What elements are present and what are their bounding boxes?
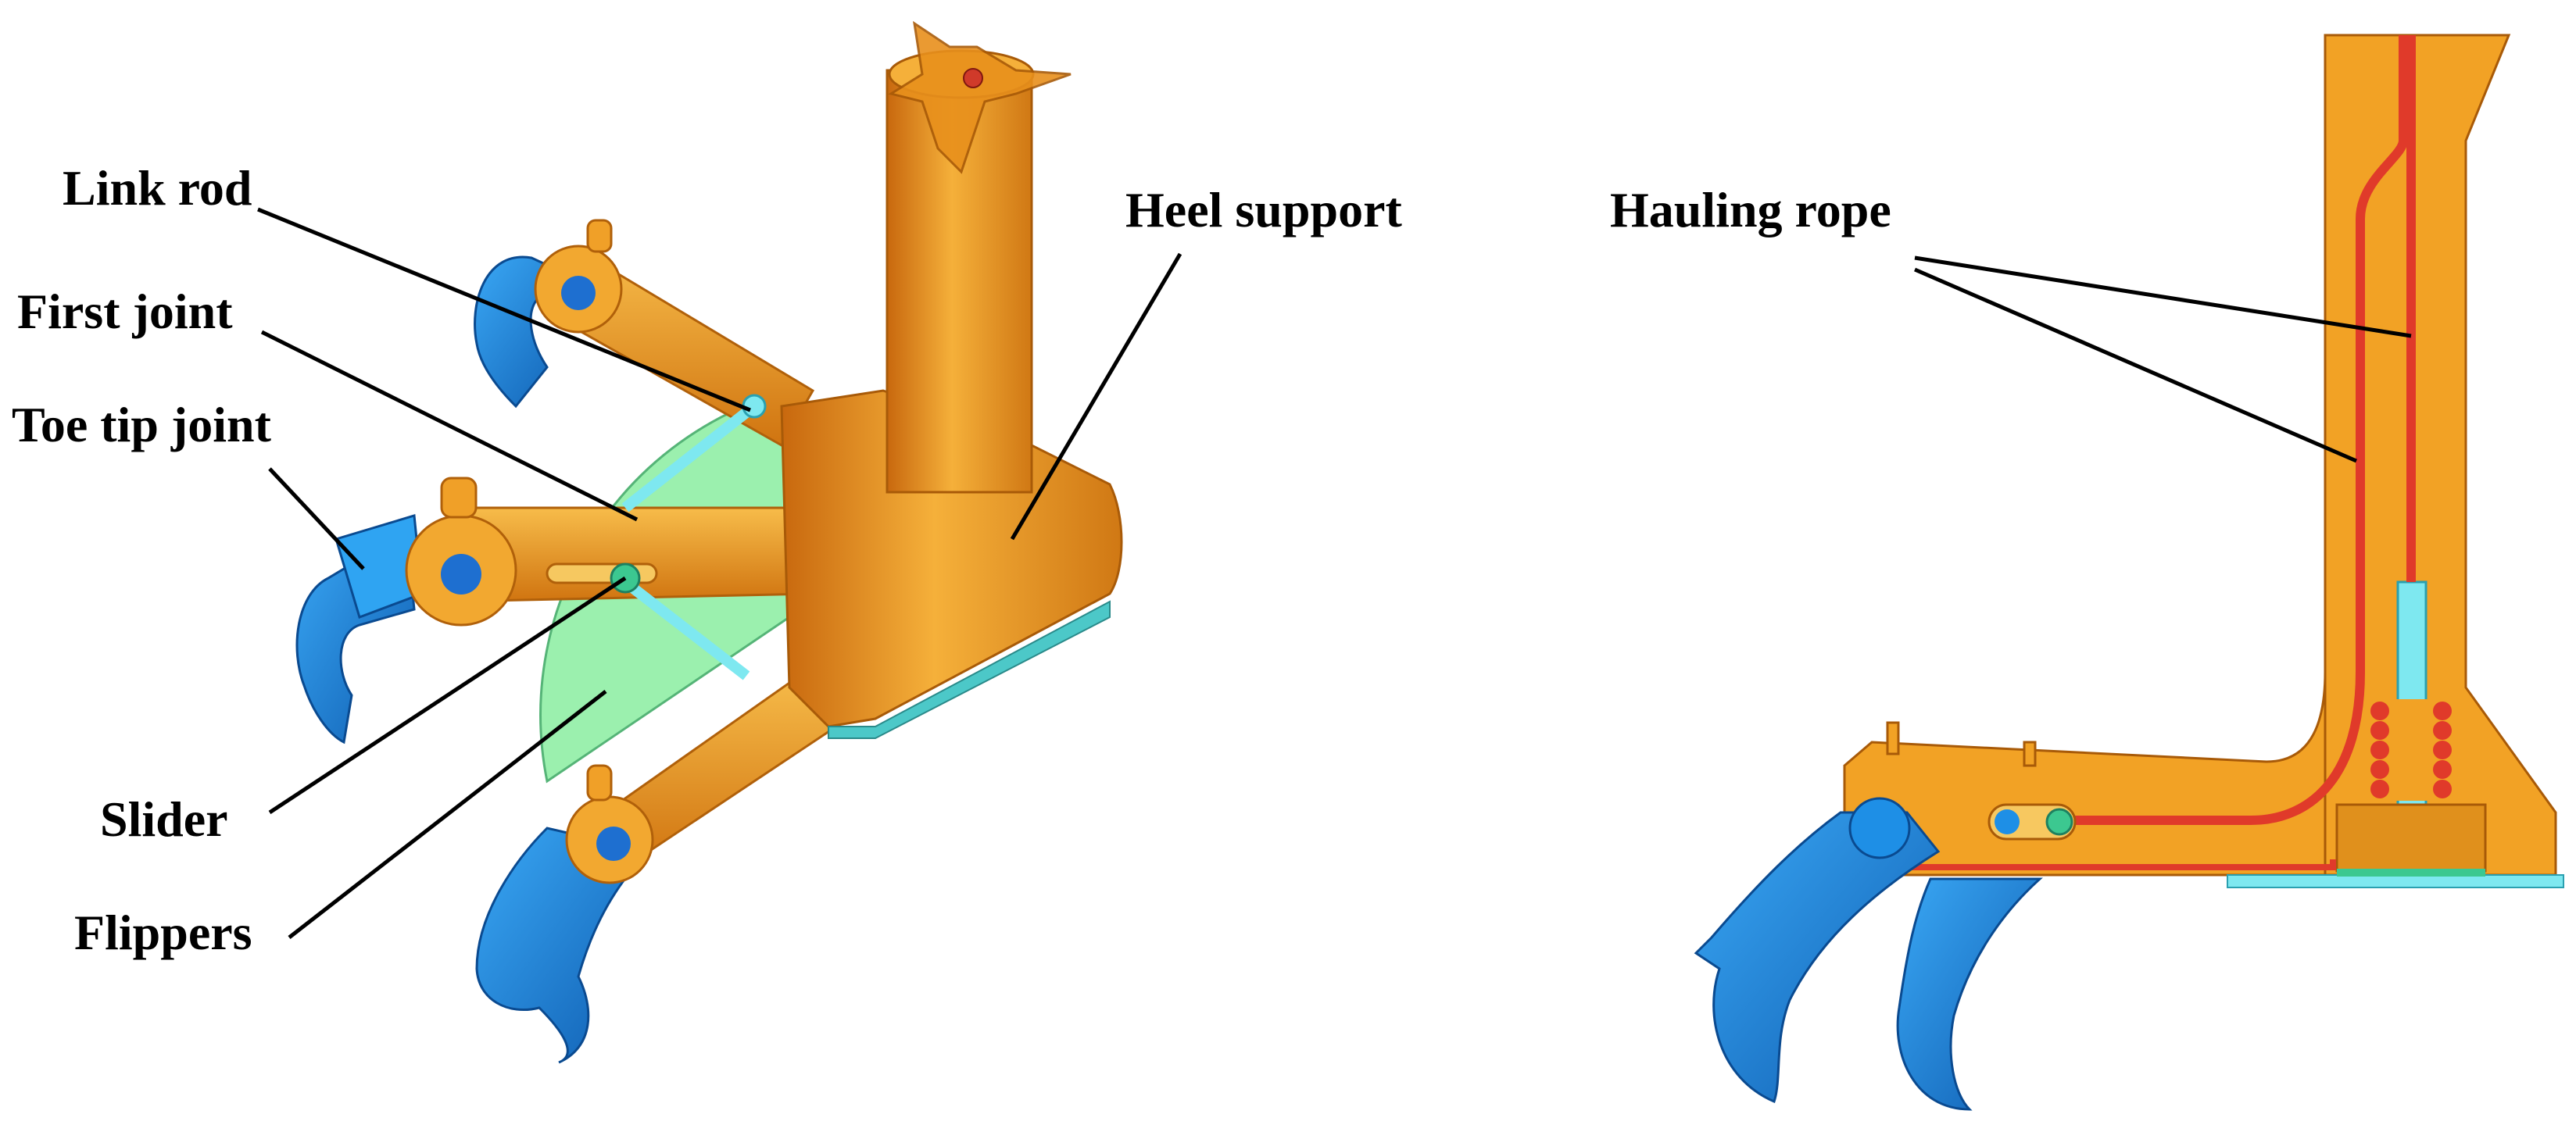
link-rod-lower xyxy=(621,577,750,680)
section-rear-flipper xyxy=(1896,877,2043,1111)
label-slider: Slider xyxy=(100,791,228,847)
lower-flipper xyxy=(475,827,651,1064)
label-heel-support: Heel support xyxy=(1125,182,1402,237)
hauling-rope xyxy=(2063,35,2416,825)
section-slider-green xyxy=(2045,808,2073,836)
callout-line-first-joint xyxy=(260,330,639,522)
link-rod-pin xyxy=(742,394,767,419)
section-mid-pin xyxy=(2023,741,2037,767)
callout-line-link-rod xyxy=(257,207,751,412)
callout-line-slider xyxy=(268,576,627,815)
section-slider-blue xyxy=(1995,809,2020,834)
callout-line-toe-tip-joint xyxy=(268,467,365,570)
label-flippers: Flippers xyxy=(74,905,252,960)
upper-joint-hole xyxy=(561,276,596,310)
callout-line-flippers xyxy=(288,690,607,939)
label-toe-tip-joint: Toe tip joint xyxy=(12,397,272,452)
section-top-pin xyxy=(1886,721,1900,755)
assembly-3d-view xyxy=(295,20,1123,1064)
section-bottom-plate xyxy=(2227,874,2564,888)
link-rod-upper xyxy=(621,402,758,512)
column-top-hole xyxy=(963,68,983,88)
callout-lines xyxy=(257,207,2412,939)
section-spring-housing xyxy=(2335,803,2487,873)
column-cap-wings xyxy=(888,20,1072,174)
middle-joint-hole xyxy=(441,554,481,595)
heel-support-base xyxy=(780,389,1123,728)
heel-support-bottom-edge xyxy=(828,600,1111,739)
section-front-joint xyxy=(1848,797,1911,859)
section-bottom-green xyxy=(2337,869,2485,877)
lower-joint-hole xyxy=(596,827,631,861)
section-front-flipper xyxy=(1694,811,1941,1104)
label-hauling-rope: Hauling rope xyxy=(1610,182,1891,237)
middle-joint-pin xyxy=(440,477,478,519)
label-link-rod: Link rod xyxy=(63,160,252,216)
label-first-joint: First joint xyxy=(17,284,233,339)
callout-line-hauling-rope-b xyxy=(1914,267,2357,463)
section-spring xyxy=(2368,699,2454,801)
upper-joint-pin xyxy=(586,219,613,253)
lower-joint-pin xyxy=(586,764,613,802)
callout-line-hauling-rope-a xyxy=(1914,255,2412,338)
cross-section-view xyxy=(1694,34,2564,1111)
hauling-rope-lower xyxy=(1891,859,2336,870)
callout-line-heel-support xyxy=(1010,252,1182,541)
